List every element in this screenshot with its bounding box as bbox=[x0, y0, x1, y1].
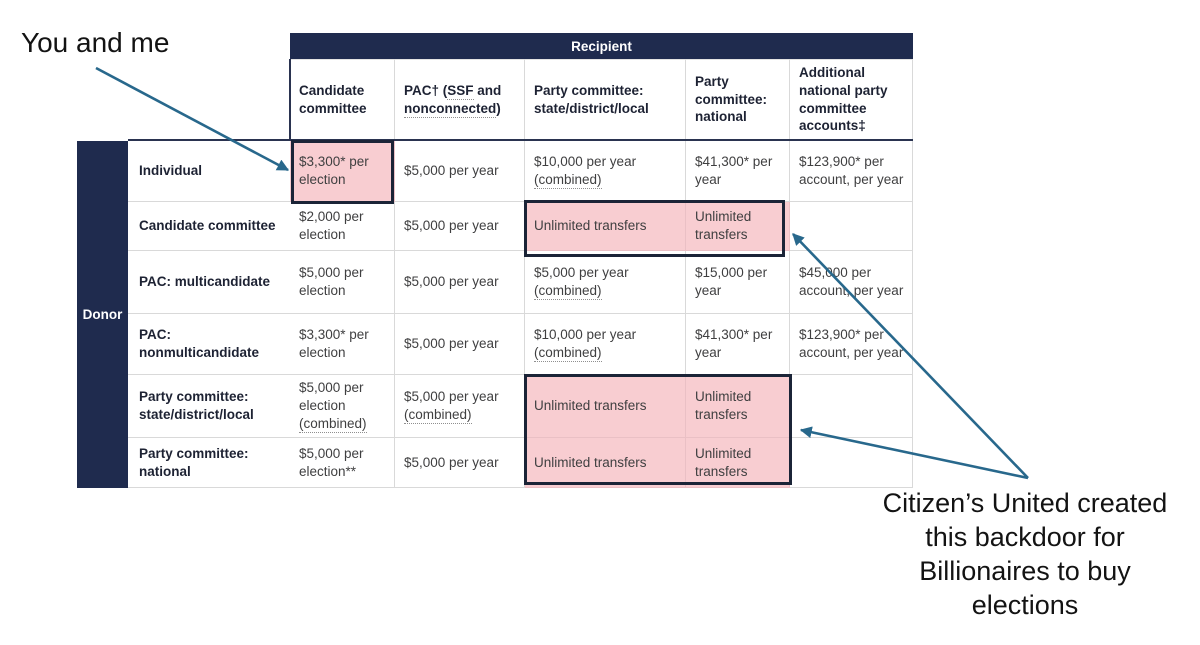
row-label-party-state: Party committee: state/district/local bbox=[128, 375, 290, 438]
column-header-row: Candidate committee PAC† (SSF and noncon… bbox=[290, 59, 913, 139]
table-cell: $15,000 per year bbox=[686, 251, 790, 314]
table-cell bbox=[790, 375, 913, 438]
limits-table-body: $3,300* per election $5,000 per year $10… bbox=[290, 141, 913, 488]
table-cell: Unlimited transfers bbox=[525, 202, 686, 251]
table-cell: Unlimited transfers bbox=[525, 375, 686, 438]
table-cell bbox=[790, 202, 913, 251]
table-cell: $10,000 per year (combined) bbox=[525, 314, 686, 375]
recipient-header-bar: Recipient bbox=[290, 33, 913, 59]
table-cell: $5,000 per year (combined) bbox=[525, 251, 686, 314]
row-label-party-national: Party committee: national bbox=[128, 438, 290, 488]
table-cell: $5,000 per year (combined) bbox=[395, 375, 525, 438]
table-cell: $5,000 per election bbox=[290, 251, 395, 314]
footnote-link-nonconnected: nonconnected bbox=[404, 100, 497, 118]
column-header-pac: PAC† (SSF and nonconnected) bbox=[395, 59, 525, 139]
row-label-candidate-committee: Candidate committee bbox=[128, 202, 290, 251]
table-cell: $2,000 per election bbox=[290, 202, 395, 251]
table-cell: $5,000 per year bbox=[395, 141, 525, 202]
row-label-pac-multicandidate: PAC: multicandidate bbox=[128, 251, 290, 314]
footnote-link-ssf: SSF bbox=[447, 82, 474, 100]
table-cell: $123,900* per account, per year bbox=[790, 314, 913, 375]
table-cell: $5,000 per year bbox=[395, 251, 525, 314]
column-header-additional-accounts: Additional national party committee acco… bbox=[790, 59, 913, 139]
annotation-you-and-me: You and me bbox=[21, 27, 170, 58]
table-cell: $3,300* per election bbox=[290, 314, 395, 375]
table-cell: $3,300* per election bbox=[290, 141, 395, 202]
donor-header-label: Donor bbox=[82, 307, 123, 322]
table-cell: $5,000 per year bbox=[395, 438, 525, 488]
table-cell bbox=[790, 438, 913, 488]
table-cell: $45,000 per account, per year bbox=[790, 251, 913, 314]
table-cell: $41,300* per year bbox=[686, 314, 790, 375]
row-label-pac-nonmulticandidate: PAC: nonmulticandidate bbox=[128, 314, 290, 375]
table-cell: $41,300* per year bbox=[686, 141, 790, 202]
table-cell: $5,000 per election (combined) bbox=[290, 375, 395, 438]
column-header-party-state: Party committee: state/district/local bbox=[525, 59, 686, 139]
table-cell: Unlimited transfers bbox=[686, 202, 790, 251]
annotation-citizens-united: Citizen’s United created this backdoor f… bbox=[882, 488, 1168, 621]
table-cell: $123,900* per account, per year bbox=[790, 141, 913, 202]
header-divider-line bbox=[128, 139, 913, 141]
row-label-column: Individual Candidate committee PAC: mult… bbox=[128, 141, 290, 488]
table-cell: $10,000 per year (combined) bbox=[525, 141, 686, 202]
table-cell: $5,000 per year bbox=[395, 314, 525, 375]
table-cell: $5,000 per year bbox=[395, 202, 525, 251]
row-label-individual: Individual bbox=[128, 141, 290, 202]
table-cell: Unlimited transfers bbox=[686, 375, 790, 438]
table-cell: Unlimited transfers bbox=[686, 438, 790, 488]
donor-header-bar: Donor bbox=[77, 141, 128, 488]
table-cell: $5,000 per election** bbox=[290, 438, 395, 488]
column-header-party-national: Party committee: national bbox=[686, 59, 790, 139]
recipient-header-label: Recipient bbox=[571, 38, 632, 54]
column-header-candidate-committee: Candidate committee bbox=[290, 59, 395, 139]
table-cell: Unlimited transfers bbox=[525, 438, 686, 488]
